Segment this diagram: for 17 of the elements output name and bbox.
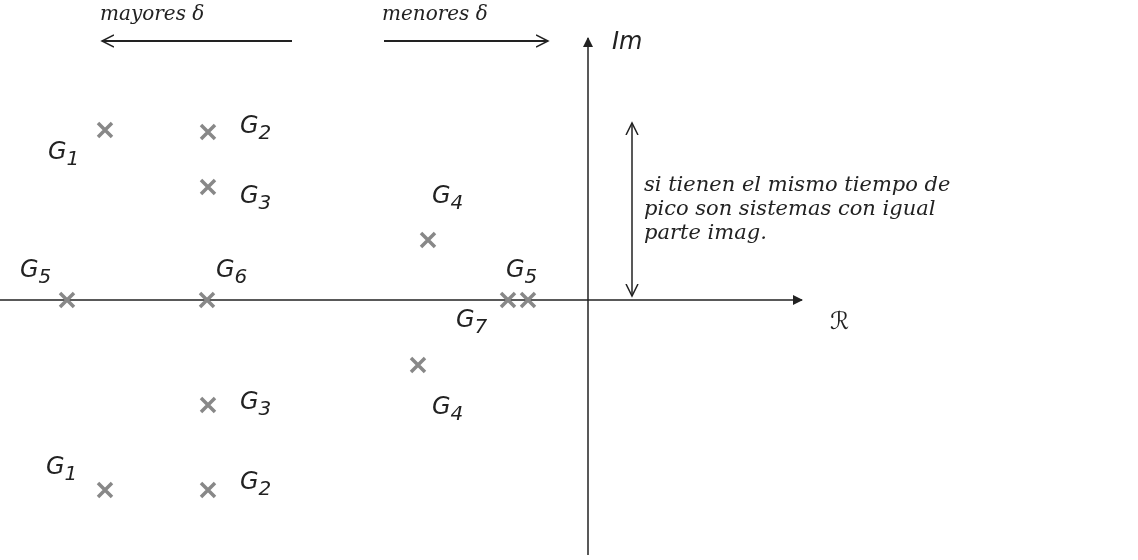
- pole-label: G$_{5}$: [20, 256, 52, 287]
- direction-label: menores δ: [382, 2, 488, 24]
- pole-label: G$_{2}$: [240, 112, 272, 143]
- pole-label: G$_{3}$: [240, 388, 272, 419]
- pole-label: G$_{4}$: [432, 182, 464, 213]
- axis-label: ℛ: [830, 308, 850, 335]
- pole-label: G$_{1}$: [46, 453, 78, 484]
- pole-label: G$_{1}$: [48, 138, 80, 169]
- pole-label: G$_{5}$: [506, 256, 538, 287]
- pole-label: G$_{4}$: [432, 393, 464, 424]
- annotation-note: si tienen el mismo tiempo de pico son sistemas con igual parte imag.: [644, 172, 952, 245]
- pole-label: G$_{7}$: [456, 306, 488, 337]
- direction-label: mayores δ: [100, 2, 205, 24]
- pole-label: G$_{2}$: [240, 468, 272, 499]
- axis-label: Im: [612, 28, 643, 55]
- pole-label: G$_{3}$: [240, 182, 272, 213]
- pole-label: G$_{6}$: [216, 256, 248, 287]
